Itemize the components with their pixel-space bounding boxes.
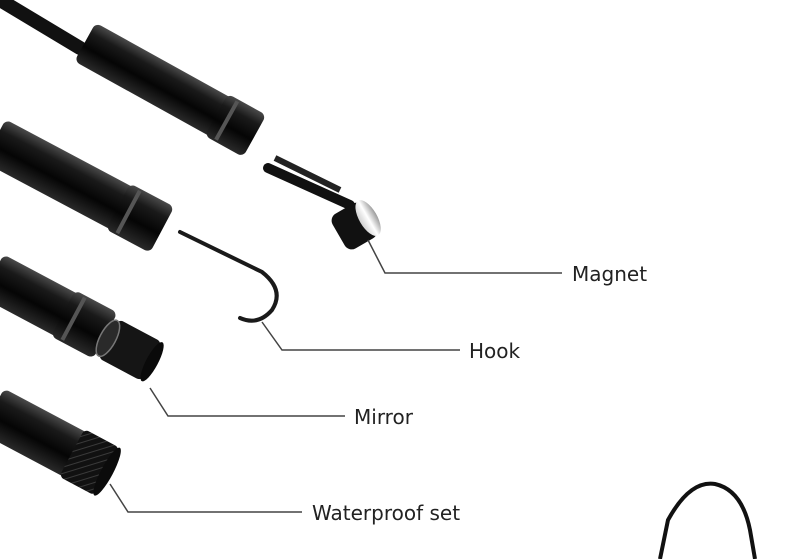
leader-line-waterproof [109,483,302,513]
leader-line-mirror [149,387,345,417]
label-hook: Hook [469,339,521,363]
magnet-attachment [0,0,381,250]
leader-line-hook [261,321,460,351]
cable-loop [658,481,757,559]
hook-attachment [0,121,279,323]
leader-lines [109,239,562,513]
waterproof-set-attachment [0,390,121,496]
label-mirror: Mirror [354,405,413,429]
label-magnet: Magnet [572,262,648,286]
leader-line-magnet [367,239,562,274]
label-waterproof-set: Waterproof set [312,501,461,525]
mirror-attachment [0,256,164,382]
